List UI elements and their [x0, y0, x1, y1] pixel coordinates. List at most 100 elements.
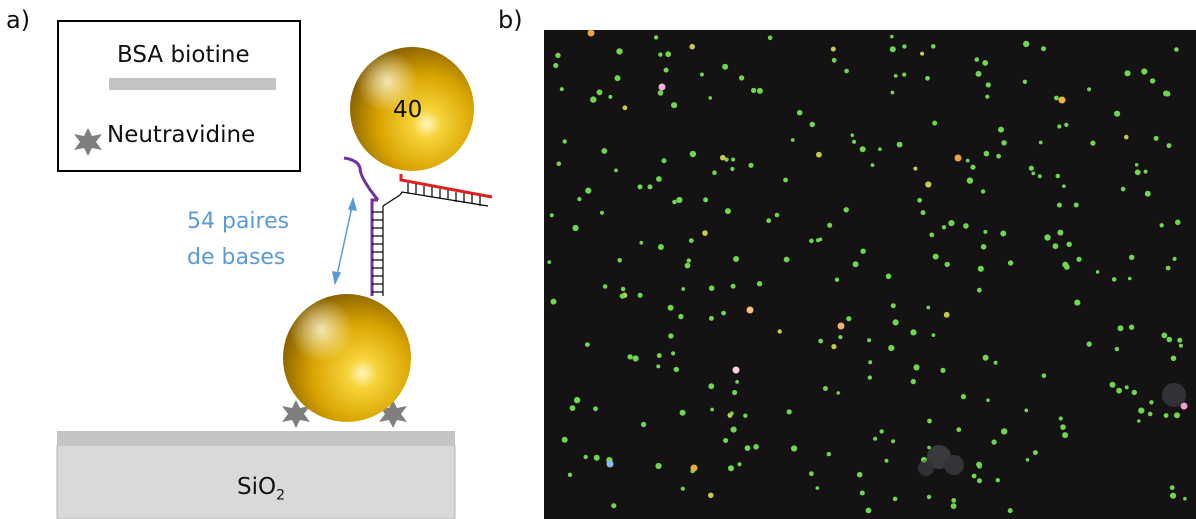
- particle-dot: [689, 43, 695, 50]
- particle-dot: [555, 52, 561, 59]
- particle-dot: [910, 329, 917, 336]
- particle-dot: [986, 398, 990, 403]
- particle-dot: [1023, 40, 1030, 48]
- particle-dot: [703, 197, 709, 203]
- particle-dot: [1086, 341, 1092, 347]
- particle-dot: [783, 177, 788, 183]
- particle-dot: [910, 378, 916, 385]
- particle-dot: [982, 354, 989, 361]
- distance-arrow: [332, 196, 358, 286]
- particle-dot: [640, 421, 647, 428]
- particle-dot: [831, 57, 837, 63]
- particle-dot: [1116, 387, 1122, 394]
- particle-dot: [1066, 241, 1072, 247]
- particle-dot: [1001, 428, 1008, 435]
- particle-dot: [859, 146, 866, 153]
- particle-dot: [1111, 277, 1117, 282]
- particle-dot: [783, 256, 790, 263]
- particle-dot: [572, 224, 579, 232]
- particle-dot: [600, 210, 604, 215]
- particle-dot: [637, 184, 643, 190]
- particle-dot: [702, 230, 708, 236]
- particle-dot: [852, 139, 857, 144]
- particle-dot: [844, 68, 849, 74]
- particle-dot: [708, 492, 714, 499]
- particle-dot: [859, 490, 865, 496]
- particle-dot: [614, 168, 618, 173]
- particle-dot: [856, 471, 863, 478]
- particle-dot: [601, 148, 608, 154]
- particle-dot: [627, 354, 633, 360]
- particle-dot: [656, 364, 661, 369]
- particle-dot: [1044, 234, 1051, 241]
- particle-dot: [836, 391, 840, 395]
- particle-dot: [608, 94, 613, 99]
- particle-dot: [1076, 256, 1082, 262]
- particle-dot: [673, 366, 679, 373]
- neutravidine-anchor-left: [282, 400, 310, 428]
- particle-dot: [1041, 373, 1047, 379]
- particle-dot-bright: [587, 30, 595, 37]
- particle-dot: [656, 176, 662, 182]
- particle-dot: [590, 96, 597, 103]
- particle-dot: [870, 163, 875, 168]
- particle-dot: [559, 87, 564, 92]
- neutravidine-icon: [74, 128, 102, 156]
- particle-dot: [1149, 400, 1154, 405]
- particle-dot: [756, 87, 763, 94]
- particle-dot: [884, 458, 889, 463]
- particle-dot: [993, 360, 998, 365]
- particle-dot: [890, 34, 894, 39]
- particle-dot: [655, 462, 662, 470]
- particle-dot: [846, 316, 852, 322]
- particle-dot: [1141, 68, 1148, 75]
- particle-dot: [777, 329, 782, 334]
- particle-dot: [850, 133, 855, 137]
- particle-dot: [1041, 46, 1046, 52]
- particle-dot: [1007, 508, 1013, 514]
- particle-dot: [815, 486, 820, 490]
- particle-dot: [902, 72, 907, 77]
- particle-dot: [879, 429, 884, 434]
- particle-dot: [865, 507, 872, 514]
- bead-size-label: 40: [393, 97, 423, 123]
- particle-dot: [809, 121, 815, 128]
- particle-dot: [971, 473, 977, 479]
- particle-dot: [867, 338, 872, 343]
- legend-bsa-label: BSA biotine: [117, 42, 250, 68]
- particle-dot-bright: [690, 464, 698, 472]
- particle-dot: [985, 82, 991, 88]
- particle-dot: [1174, 412, 1180, 419]
- particle-dot: [672, 199, 677, 205]
- particle-dot: [890, 90, 895, 95]
- darkfield-microscopy-image: [544, 30, 1196, 519]
- neutravidine-anchor-right: [379, 400, 407, 428]
- particle-dot: [665, 51, 672, 58]
- particle-dot: [766, 218, 772, 224]
- particle-dot: [583, 454, 588, 460]
- particle-dot: [1095, 270, 1100, 274]
- particle-dot: [712, 170, 717, 175]
- particle-dot: [1074, 299, 1081, 306]
- bsa-biotine-layer: [57, 431, 455, 446]
- panel-label-a: a): [6, 6, 31, 34]
- particle-dot: [721, 310, 726, 316]
- particle-dot: [827, 222, 833, 228]
- particle-dot: [926, 494, 932, 500]
- particle-dot: [1174, 47, 1179, 52]
- particle-dot: [996, 153, 1001, 159]
- particle-dot: [722, 63, 729, 70]
- particle-dot: [1001, 140, 1007, 146]
- particle-dot: [885, 273, 892, 280]
- particle-dot: [1178, 343, 1183, 348]
- substrate-label-main: SiO: [237, 474, 277, 500]
- particle-dot: [809, 471, 814, 477]
- particle-dot: [1147, 411, 1153, 417]
- particle-dot: [796, 109, 803, 116]
- dna-spacer-strand: [343, 156, 401, 296]
- particle-dot: [753, 444, 759, 450]
- particle-dot: [892, 319, 899, 326]
- particle-dot: [891, 439, 896, 444]
- particle-dot: [723, 438, 729, 443]
- particle-dot: [1172, 256, 1177, 261]
